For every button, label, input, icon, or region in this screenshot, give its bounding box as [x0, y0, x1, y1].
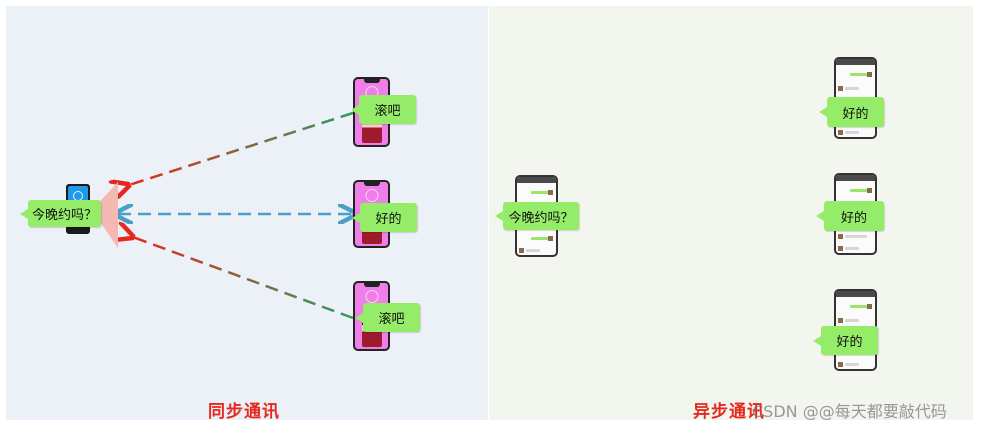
async-reply-bubble-3: 好的	[821, 326, 878, 355]
reply-arrow-top	[126, 111, 354, 186]
sync-reply-bubble-1: 滚吧	[359, 95, 416, 124]
sync-request-bubble: 今晚约吗？	[28, 200, 101, 227]
async-reply-bubble-1: 好的	[827, 97, 884, 127]
async-title: 异步通讯	[693, 402, 765, 422]
reply-arrow-bottom	[130, 236, 354, 320]
watermark: CSDN @@每天都要敲代码	[752, 402, 947, 421]
sync-title: 同步通讯	[208, 402, 280, 422]
smile-icon	[365, 189, 378, 202]
smile-icon	[365, 290, 378, 303]
sync-reply-bubble-3: 滚吧	[363, 303, 420, 332]
async-reply-bubble-2: 好的	[824, 201, 884, 231]
sync-reply-bubble-2: 好的	[360, 203, 417, 232]
async-request-bubble: 今晚约吗？	[503, 202, 579, 230]
